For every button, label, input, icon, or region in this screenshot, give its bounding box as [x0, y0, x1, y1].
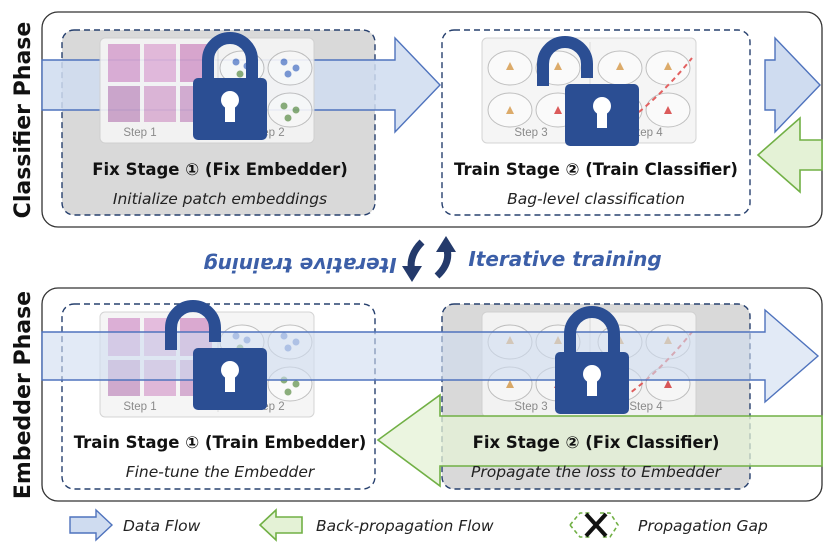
embedder-fix-stage-title: Fix Stage ② (Fix Classifier) — [473, 433, 720, 452]
embedder-fix-stage-subtitle: Propagate the loss to Embedder — [471, 463, 723, 481]
embedder-train-stage-subtitle: Fine-tune the Embedder — [126, 463, 316, 481]
classifier-fix-stage-title: Fix Stage ① (Fix Embedder) — [92, 160, 348, 179]
classifier-fix-stage-subtitle: Initialize patch embeddings — [113, 190, 327, 208]
step-1-label: Step 1 — [123, 401, 156, 413]
embedder-phase-label: Embedder Phase — [11, 291, 36, 499]
propagation-gap-icon — [569, 512, 619, 538]
classifier-back-propagation-arrow — [756, 116, 823, 194]
step-3-label: Step 3 — [514, 127, 547, 139]
embedder-back-propagation-arrow — [376, 393, 823, 488]
iterative-training-label-mirrored: Iterative training — [203, 253, 396, 277]
legend-data-flow-label: Data Flow — [123, 517, 201, 535]
iterative-cycle-icon — [402, 236, 456, 282]
back-propagation-arrow-icon — [258, 508, 303, 542]
data-flow-arrow-icon — [69, 508, 114, 542]
step-1-label: Step 1 — [123, 127, 156, 139]
iterative-training-label: Iterative training — [468, 247, 661, 271]
legend-back-propagation-label: Back-propagation Flow — [316, 517, 494, 535]
classifier-train-stage-subtitle: Bag-level classification — [507, 190, 685, 208]
legend-propagation-gap-label: Propagation Gap — [638, 517, 768, 535]
classifier-train-stage-title: Train Stage ② (Train Classifier) — [454, 160, 738, 179]
step-4-label: Step 4 — [629, 401, 663, 413]
embedder-train-stage-title: Train Stage ① (Train Embedder) — [74, 433, 367, 452]
classifier-phase-label: Classifier Phase — [11, 22, 36, 219]
step-3-label: Step 3 — [514, 401, 547, 413]
